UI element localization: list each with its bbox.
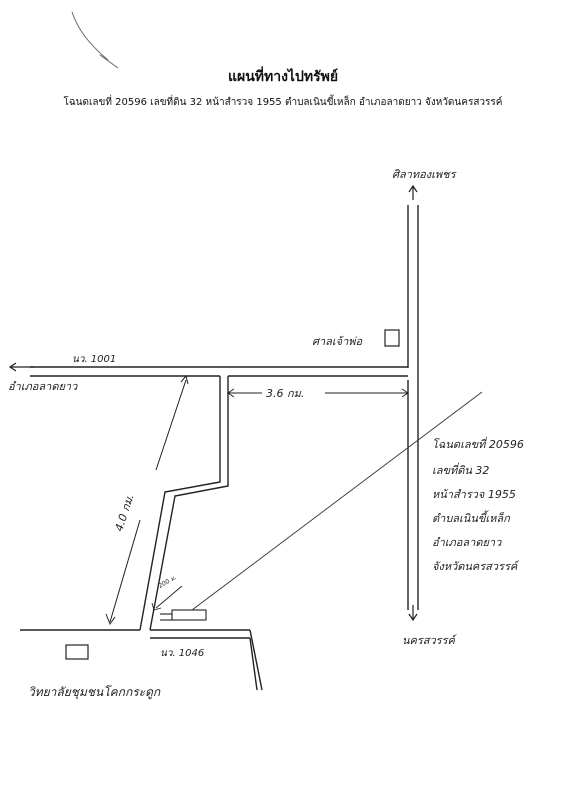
road-1046 <box>20 629 263 691</box>
note-line-5: อำเภอลาดยาว <box>432 536 502 549</box>
page-title: แผนที่ทางไปทรัพย์ <box>227 69 339 85</box>
north-arrow <box>408 184 418 200</box>
note-line-4: ตำบลเนินขี้เหล็ก <box>432 510 511 525</box>
road-1001-label: นว. 1001 <box>72 354 116 365</box>
pointer-line <box>191 391 483 611</box>
school-building <box>65 644 89 660</box>
temple-label: ศาลเจ้าพ่อ <box>312 335 363 348</box>
north-place-label: ศิลาทองเพชร <box>392 168 458 181</box>
note-line-1: โฉนดเลขที่ 20596 <box>432 436 524 451</box>
distance-arrow-3-6 <box>227 388 409 398</box>
distance-4-0-label: 4.0 กม. <box>112 492 136 533</box>
west-arrow <box>8 362 34 372</box>
deed-note: โฉนดเลขที่ 20596 เลขที่ดิน 32 หน้าสำรวจ … <box>432 436 524 573</box>
main-road-vertical <box>407 205 419 610</box>
note-line-2: เลขที่ดิน 32 <box>432 462 489 477</box>
south-arrow <box>408 605 418 622</box>
school-label: วิทยาลัยชุมชนโคกกระดูก <box>28 685 161 700</box>
page-subtitle: โฉนดเลขที่ 20596 เลขที่ดิน 32 หน้าสำรวจ … <box>63 97 503 108</box>
road-1001 <box>30 366 408 377</box>
scan-mark <box>71 11 119 69</box>
note-line-3: หน้าสำรวจ 1955 <box>432 488 516 501</box>
temple-building <box>384 329 400 347</box>
distance-arrow-200 <box>151 585 183 611</box>
distance-arrow-4-0 <box>105 374 189 626</box>
branch-road <box>139 376 229 631</box>
road-1046-label: นว. 1046 <box>160 648 204 659</box>
west-place-label: อำเภอลาดยาว <box>8 380 78 393</box>
south-place-label: นครสวรรค์ <box>402 634 458 647</box>
distance-3-6-label: 3.6 กม. <box>266 387 304 400</box>
note-line-6: จังหวัดนครสวรรค์ <box>432 560 520 573</box>
property-plot <box>160 609 207 621</box>
